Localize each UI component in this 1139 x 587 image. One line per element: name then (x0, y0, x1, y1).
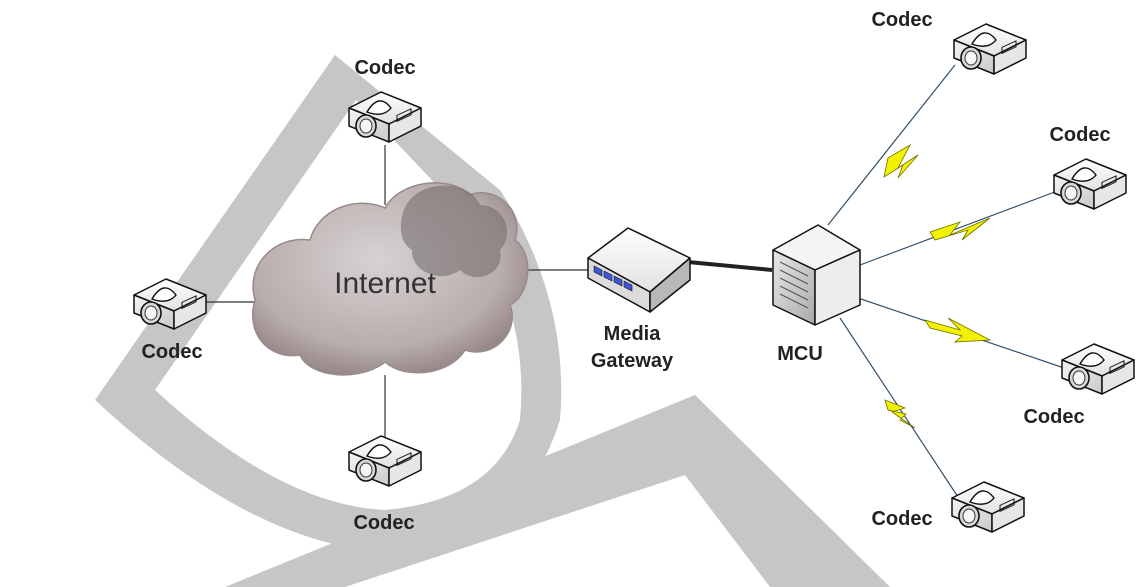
wireless-links (827, 64, 1071, 501)
internet-cloud: Internet (252, 182, 529, 376)
codec-bottom-label: Codec (353, 512, 414, 534)
media-gateway-icon (587, 227, 691, 313)
watermark-shapes (95, 55, 890, 587)
codec-right-4-label: Codec (871, 508, 932, 530)
lightning-icon (924, 317, 992, 343)
gateway-label-line1: Media (604, 323, 662, 345)
lightning-icon (929, 217, 991, 241)
lightning-icon (883, 143, 919, 179)
gateway-label-line2: Gateway (591, 350, 674, 372)
mcu-label: MCU (777, 343, 823, 365)
codec-right-2-label: Codec (1049, 124, 1110, 146)
codec-right-3-label: Codec (1023, 406, 1084, 428)
codec-right-1-icon (953, 23, 1027, 75)
codec-right-1-label: Codec (871, 9, 932, 31)
codec-right-3-icon (1061, 343, 1135, 395)
codec-top-label: Codec (354, 57, 415, 79)
lightning-icon (884, 399, 916, 429)
codec-left-label: Codec (141, 341, 202, 363)
codec-right-4-icon (951, 481, 1025, 533)
mcu-server-icon (772, 224, 861, 326)
codec-bottom-icon (348, 435, 422, 487)
internet-label: Internet (334, 267, 436, 300)
codec-right-2-icon (1053, 158, 1127, 210)
